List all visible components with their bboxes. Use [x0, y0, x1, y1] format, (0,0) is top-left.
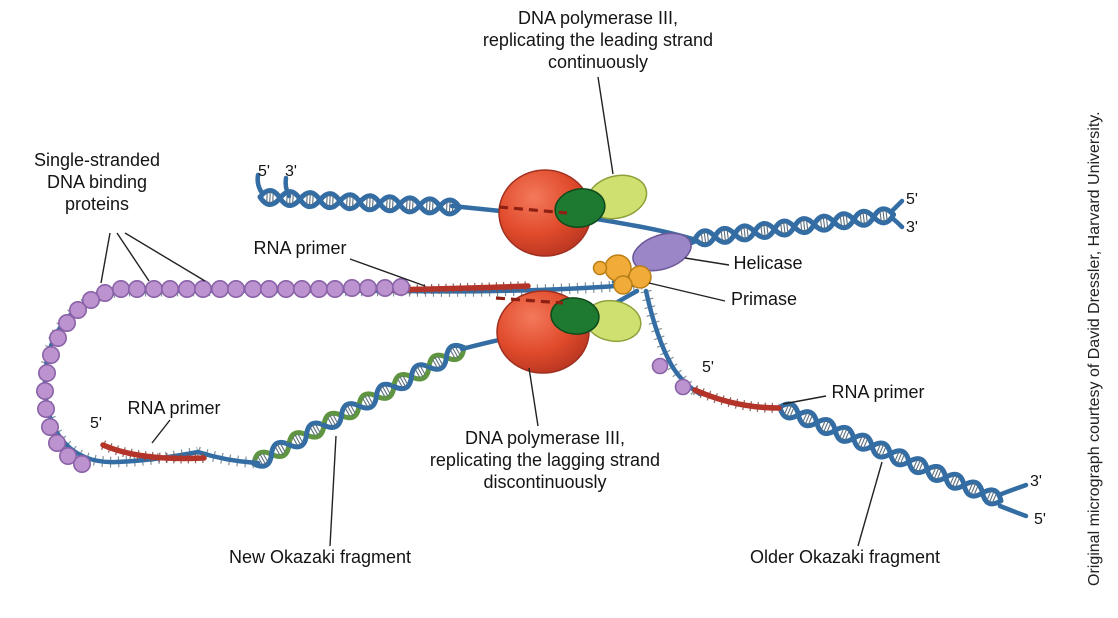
leader-ssb-2 — [116, 232, 150, 282]
leader-ssb-1 — [100, 232, 111, 284]
leader-leading-polymerase — [597, 76, 614, 175]
leader-rna-primer-left — [151, 419, 171, 444]
label-primase: Primase — [730, 289, 798, 309]
ssb-bead-chain — [35, 277, 692, 473]
primase-blob — [592, 254, 652, 295]
label-rna-primer-right: RNA primer — [831, 382, 925, 402]
rna-primer-segment-right — [692, 385, 782, 413]
strand-end-3-top-left: 3' — [285, 163, 297, 180]
leader-new-okazaki — [329, 435, 337, 547]
strand-end-3-far-right: 3' — [1030, 473, 1042, 490]
leader-rna-primer-top — [349, 258, 426, 287]
leader-primase — [648, 282, 726, 302]
leader-helicase — [684, 257, 730, 266]
lagging-polymerase-blob — [496, 290, 642, 374]
leader-rna-primer-right — [782, 395, 827, 405]
strand-end-5-far-right: 5' — [1034, 511, 1046, 528]
label-older-okazaki: Older Okazaki fragment — [749, 547, 941, 567]
rna-primer-segment-left — [100, 440, 207, 464]
label-lagging-polymerase: DNA polymerase III, replicating the lagg… — [429, 428, 661, 492]
label-helicase: Helicase — [733, 253, 803, 273]
parental-duplex-helix — [694, 208, 894, 246]
strand-end-5-right-top: 5' — [906, 191, 918, 208]
helicase-blob — [632, 232, 692, 272]
label-rna-primer-left: RNA primer — [127, 398, 221, 418]
label-new-okazaki: New Okazaki fragment — [228, 547, 412, 567]
strand-end-3-right-top: 3' — [906, 219, 918, 236]
strand-end-5-loop-left: 5' — [90, 415, 102, 432]
leading-polymerase-blob — [498, 169, 648, 257]
credit-text: Original micrograph courtesy of David Dr… — [1086, 111, 1103, 586]
leader-ssb-3 — [124, 232, 206, 282]
label-leading-polymerase: DNA polymerase III, replicating the lead… — [482, 8, 714, 72]
strand-end-5-right-mid: 5' — [702, 359, 714, 376]
leader-lines — [100, 76, 883, 547]
template-junction-dashes — [495, 205, 568, 305]
label-rna-primer-top: RNA primer — [253, 238, 347, 258]
older-okazaki-fragment-helix — [777, 401, 1003, 508]
leader-lagging-polymerase — [528, 367, 539, 427]
label-ssb-proteins: Single-stranded DNA binding proteins — [33, 150, 161, 214]
strand-end-5-top-left: 5' — [258, 163, 270, 180]
lagging-template-right-strand — [640, 288, 703, 399]
leader-older-okazaki — [857, 461, 883, 547]
